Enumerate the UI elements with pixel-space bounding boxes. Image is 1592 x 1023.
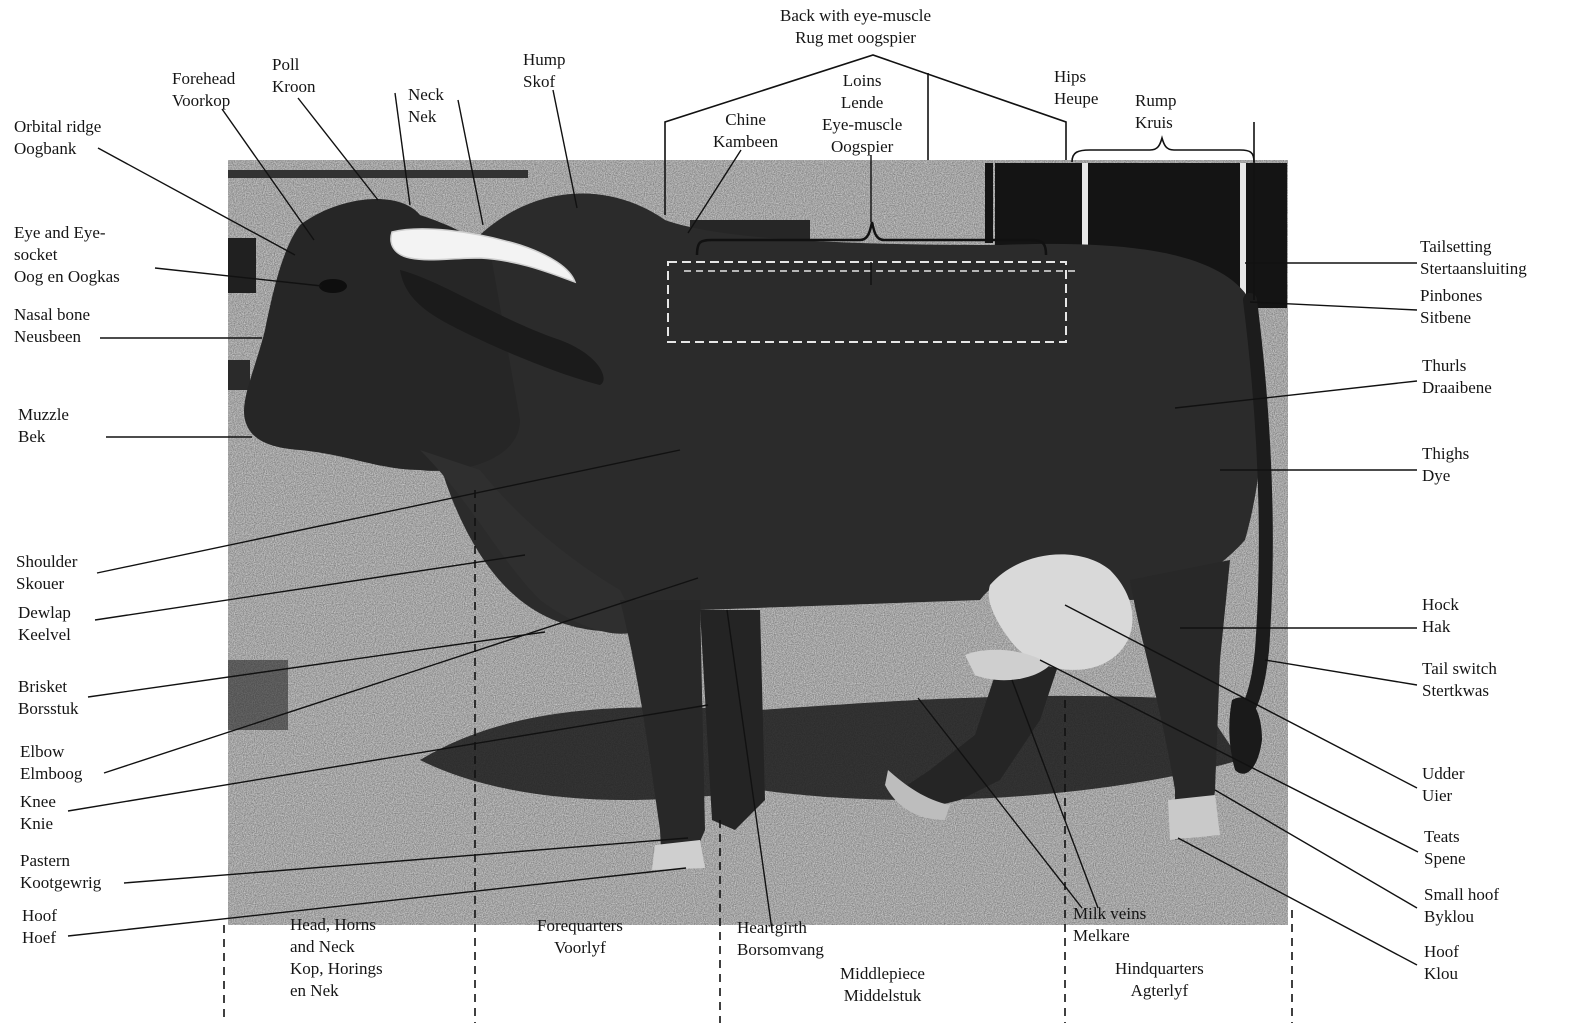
label-orbital-ridge: Orbital ridgeOogbank bbox=[14, 116, 101, 160]
label-forequarters: ForequartersVoorlyf bbox=[537, 915, 623, 959]
label-forehead: ForeheadVoorkop bbox=[172, 68, 235, 112]
label-milk-veins: Milk veinsMelkare bbox=[1073, 903, 1146, 947]
label-poll: PollKroon bbox=[272, 54, 315, 98]
label-tailsetting: TailsettingStertaansluiting bbox=[1420, 236, 1527, 280]
label-nasal-bone: Nasal boneNeusbeen bbox=[14, 304, 90, 348]
label-tail-switch: Tail switchStertkwas bbox=[1422, 658, 1497, 702]
label-hoof-front: HoofHoef bbox=[22, 905, 57, 949]
label-shoulder: ShoulderSkouer bbox=[16, 551, 77, 595]
label-muzzle: MuzzleBek bbox=[18, 404, 69, 448]
label-teats: TeatsSpene bbox=[1424, 826, 1466, 870]
label-udder: UdderUier bbox=[1422, 763, 1464, 807]
label-dewlap: DewlapKeelvel bbox=[18, 602, 71, 646]
label-small-hoof: Small hoofByklou bbox=[1424, 884, 1499, 928]
label-thurls: ThurlsDraaibene bbox=[1422, 355, 1492, 399]
label-elbow: ElbowElmboog bbox=[20, 741, 82, 785]
label-eye-socket: Eye and Eye-socketOog en Oogkas bbox=[14, 222, 120, 288]
label-head-horns-neck: Head, Hornsand NeckKop, Horingsen Nek bbox=[290, 914, 383, 1002]
label-hindquarters: HindquartersAgterlyf bbox=[1115, 958, 1204, 1002]
label-knee: KneeKnie bbox=[20, 791, 56, 835]
label-middlepiece: MiddlepieceMiddelstuk bbox=[840, 963, 925, 1007]
label-pinbones: PinbonesSitbene bbox=[1420, 285, 1482, 329]
label-brisket: BrisketBorsstuk bbox=[18, 676, 78, 720]
label-hump: HumpSkof bbox=[523, 49, 566, 93]
label-thighs: ThighsDye bbox=[1422, 443, 1469, 487]
label-neck: NeckNek bbox=[408, 84, 444, 128]
label-heartgirth: HeartgirthBorsomvang bbox=[737, 917, 824, 961]
label-hoof-rear: HoofKlou bbox=[1424, 941, 1459, 985]
label-hips: HipsHeupe bbox=[1054, 66, 1098, 110]
label-hock: HockHak bbox=[1422, 594, 1459, 638]
label-rump: RumpKruis bbox=[1135, 90, 1177, 134]
label-loins: LoinsLendeEye-muscleOogspier bbox=[822, 70, 902, 158]
label-pastern: PasternKootgewrig bbox=[20, 850, 101, 894]
label-back-eye-muscle: Back with eye-muscleRug met oogspier bbox=[780, 5, 931, 49]
label-chine: ChineKambeen bbox=[713, 109, 778, 153]
